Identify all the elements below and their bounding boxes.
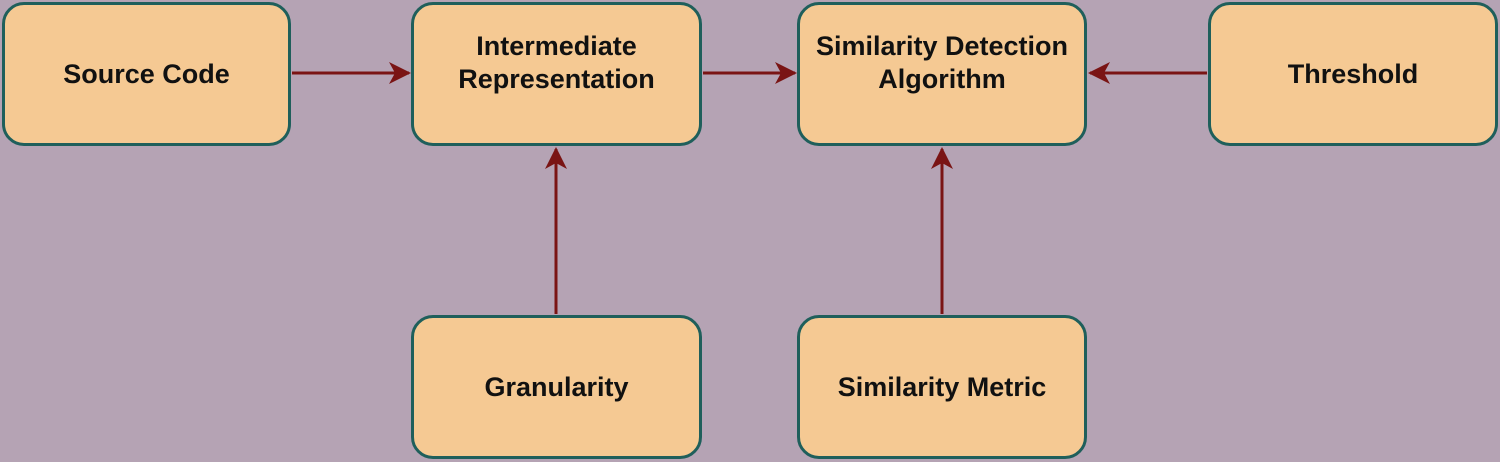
node-label: Threshold — [1287, 58, 1419, 89]
node-similarity-detection-algorithm: Similarity Detection Algorithm — [797, 2, 1087, 146]
node-intermediate-representation: Intermediate Representation — [411, 2, 702, 146]
node-label: Granularity — [484, 371, 629, 402]
node-similarity-metric: Similarity Metric — [797, 315, 1087, 459]
arrowhead-source-to-ir — [389, 62, 411, 84]
node-source-code: Source Code — [2, 2, 291, 146]
arrowhead-granularity-to-ir — [545, 147, 567, 169]
arrowhead-ir-to-sda — [775, 62, 797, 84]
node-label: Intermediate Representation — [458, 31, 655, 94]
node-label: Similarity Metric — [837, 371, 1047, 402]
node-granularity: Granularity — [411, 315, 702, 459]
node-label: Similarity Detection Algorithm — [815, 31, 1069, 94]
arrowhead-threshold-to-sda — [1088, 62, 1110, 84]
node-threshold: Threshold — [1208, 2, 1498, 146]
arrowhead-metric-to-sda — [931, 147, 953, 169]
node-label: Source Code — [63, 58, 230, 89]
